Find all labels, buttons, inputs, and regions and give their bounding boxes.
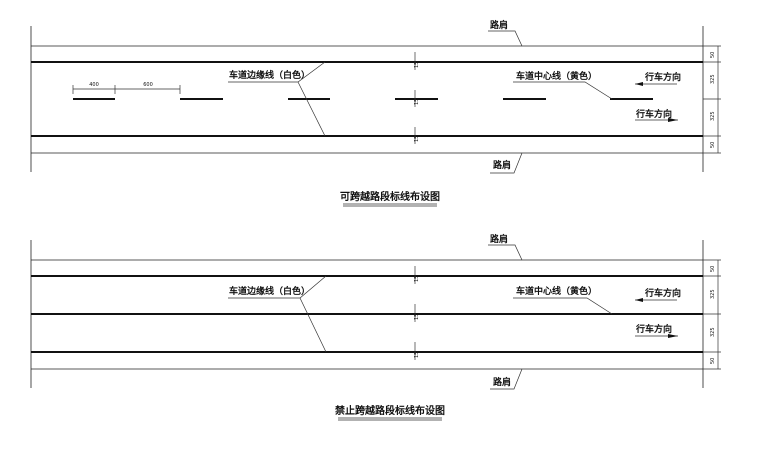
dimension-label: 15 — [414, 99, 420, 105]
dimension-label: 325 — [710, 74, 716, 84]
dimension-label: 325 — [710, 111, 716, 121]
gap-length-label: 600 — [143, 82, 153, 88]
shoulder-bottom-label: 路肩 — [493, 376, 511, 388]
line-width-dims: 15 15 15 — [414, 52, 420, 144]
direction-left-label: 行车方向 — [644, 71, 681, 83]
dash-gap-dimension: 400 600 — [72, 82, 181, 94]
dimension-label: 50 — [710, 266, 716, 272]
edge-line-label: 车道边缘线（白色） — [229, 285, 310, 297]
dimension-label: 50 — [710, 358, 716, 364]
panel-title: 禁止跨越路段标线布设图 — [334, 404, 445, 417]
dash-length-label: 400 — [89, 82, 99, 88]
dimension-label: 325 — [710, 289, 716, 299]
arrow-left-icon — [635, 298, 643, 302]
direction-left-label: 行车方向 — [644, 287, 681, 299]
dimension-label: 15 — [414, 62, 420, 68]
center-line-label: 车道中心线（黄色） — [516, 70, 597, 82]
dimension-label: 50 — [710, 52, 716, 58]
direction-right-label: 行车方向 — [635, 323, 672, 335]
arrow-right-icon — [668, 118, 678, 122]
direction-right-label: 行车方向 — [635, 108, 672, 120]
dimension-label: 15 — [414, 314, 420, 320]
edge-line-label: 车道边缘线（白色） — [229, 69, 310, 81]
center-line-label: 车道中心线（黄色） — [516, 285, 597, 297]
dimension-label: 15 — [414, 352, 420, 358]
dimension-label: 15 — [414, 136, 420, 142]
panel-title: 可跨越路段标线布设图 — [340, 190, 440, 203]
dimension-label: 325 — [710, 327, 716, 337]
shoulder-bottom-label: 路肩 — [493, 159, 511, 171]
line-width-dims: 15 15 15 — [414, 266, 420, 360]
dimension-label: 15 — [414, 276, 420, 282]
no-crossing-section-panel: 15 15 15 车道边缘线（白色） 路肩 路肩 车道中心线（黄色） 行车方向 … — [30, 233, 721, 421]
width-dimension-column: 50 325 325 50 — [703, 259, 721, 370]
width-dimension-column: 50 325 325 50 — [703, 45, 721, 154]
dimension-label: 50 — [710, 142, 716, 148]
arrow-left-icon — [635, 82, 643, 86]
crossable-section-panel: 400 600 15 15 15 车道边缘线（白色） 路肩 路肩 车道中心线（黄… — [30, 19, 721, 207]
shoulder-top-label: 路肩 — [490, 19, 508, 31]
arrow-right-icon — [668, 334, 678, 338]
shoulder-top-label: 路肩 — [490, 233, 508, 245]
